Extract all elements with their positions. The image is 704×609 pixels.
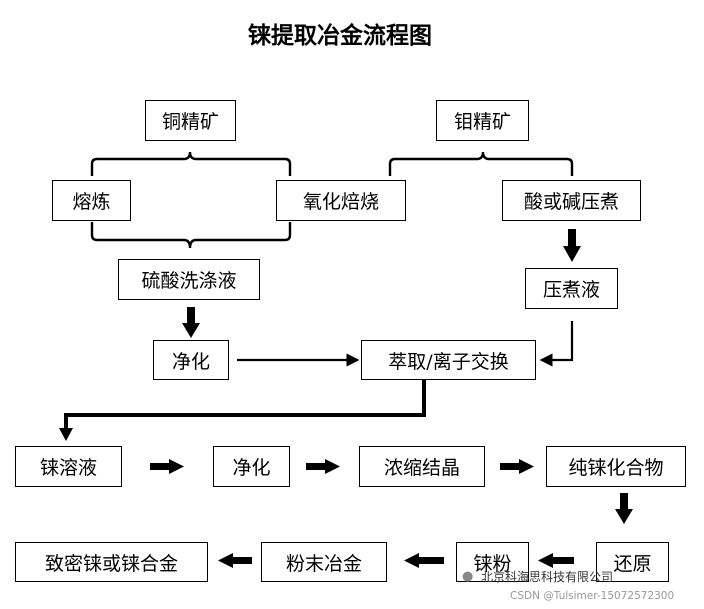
connector-extract-to-solution-head <box>59 428 73 441</box>
node-smelting: 熔炼 <box>52 180 131 221</box>
wechat-icon: ● <box>462 568 474 584</box>
node-acid-alkali-leach: 酸或碱压煮 <box>502 180 641 221</box>
node-purification-1: 净化 <box>153 340 229 380</box>
thick-arrow-row5-3 <box>218 553 252 568</box>
node-extraction-ion-exchange: 萃取/离子交换 <box>361 340 536 380</box>
node-powder-metallurgy: 粉末冶金 <box>261 542 387 582</box>
node-copper-concentrate: 铜精矿 <box>145 100 236 141</box>
thick-arrow-row5-1 <box>538 553 574 568</box>
thick-arrow-row4-2 <box>306 459 340 474</box>
page-title: 铼提取冶金流程图 <box>248 22 432 49</box>
connector-extract-to-solution <box>64 380 426 430</box>
node-rhenium-solution: 铼溶液 <box>15 446 122 487</box>
node-concentrate-crystallize: 浓缩结晶 <box>359 446 485 487</box>
csdn-credit: CSDN @Tulsimer-15072572300 <box>510 590 675 602</box>
node-pressure-leach-liquor: 压煮液 <box>525 268 618 309</box>
node-sulfuric-wash: 硫酸洗涤液 <box>118 259 260 300</box>
thick-arrow-row4-1 <box>150 459 184 474</box>
node-pure-rhenium-compound: 纯铼化合物 <box>546 446 686 487</box>
thick-arrow-row4-3 <box>500 459 534 474</box>
brace-copper-bottom <box>90 222 292 249</box>
node-dense-rhenium-alloy: 致密铼或铼合金 <box>15 542 208 582</box>
node-oxidizing-roasting: 氧化焙烧 <box>276 180 406 221</box>
thin-arrow-liquor-to-extract <box>539 321 574 367</box>
brace-molybdenum-top <box>388 151 574 176</box>
thick-arrow-wash-to-purify <box>182 307 200 338</box>
thick-arrow-leach-to-liquor <box>563 229 581 262</box>
thick-arrow-compound-to-reduction <box>615 493 633 524</box>
node-rhenium-powder: 铼粉 <box>456 542 529 582</box>
node-molybdenum-concentrate: 钼精矿 <box>436 100 529 141</box>
watermark: ● 北京科海思科技有限公司 <box>462 568 613 585</box>
node-purification-2: 净化 <box>213 446 290 487</box>
thick-arrow-row5-2 <box>404 553 444 568</box>
watermark-text: 北京科海思科技有限公司 <box>481 570 614 584</box>
brace-copper-top <box>90 151 292 176</box>
node-reduction: 还原 <box>596 542 669 582</box>
